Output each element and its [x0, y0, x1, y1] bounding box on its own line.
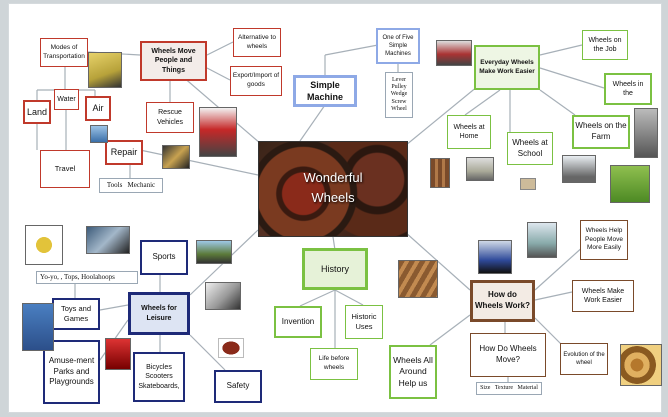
link-job — [539, 44, 583, 56]
simple-machine-hub[interactable]: Simple Machine — [293, 75, 357, 107]
one-of-five-node[interactable]: One of Five Simple Machines — [376, 28, 420, 64]
wood-photo — [398, 260, 438, 298]
link-farm — [539, 89, 576, 116]
cart-photo — [634, 108, 658, 158]
make-work-node[interactable]: Wheels Make Work Easier — [572, 280, 634, 312]
how-work-hub[interactable]: How do Wheels Work? — [470, 280, 535, 322]
bicycles-node[interactable]: Bicycles Scooters Skateboards, — [133, 352, 185, 402]
help-people-node[interactable]: Wheels Help People Move More Easily — [580, 220, 628, 260]
air-node[interactable]: Air — [85, 96, 111, 121]
car-photo — [88, 52, 122, 88]
list-lever: Lever — [392, 77, 406, 84]
safety-node[interactable]: Safety — [214, 370, 262, 403]
home-node[interactable]: Wheels at Home — [447, 115, 491, 149]
link-invention — [299, 289, 336, 307]
modes-node[interactable]: Modes of Transportation — [40, 38, 88, 67]
scooter-photo — [205, 282, 241, 310]
sports-node[interactable]: Sports — [140, 240, 188, 275]
rollerblade-photo — [86, 226, 130, 254]
mower-photo — [610, 165, 650, 203]
move-people-hub[interactable]: Wheels Move People and Things — [140, 41, 207, 81]
link-center-simple — [299, 104, 326, 142]
invention-node[interactable]: Invention — [274, 306, 322, 338]
logs-photo — [430, 158, 450, 188]
link-center-history — [332, 236, 336, 251]
link-onefive — [324, 44, 379, 56]
tractor-photo — [436, 40, 472, 66]
gears-photo — [620, 344, 662, 386]
all-around-node[interactable]: Wheels All Around Help us — [389, 345, 437, 399]
list-wheel: Wheel — [391, 105, 407, 112]
rescue-node[interactable]: Rescue Vehicles — [146, 102, 194, 133]
school-node[interactable]: Wheels at School — [507, 132, 553, 165]
travel-node[interactable]: Travel — [40, 150, 90, 188]
leisure-hub[interactable]: Wheels for Leisure — [128, 292, 190, 335]
link-center-repair — [139, 149, 259, 176]
link-home — [464, 89, 501, 116]
repair-node[interactable]: Repair — [105, 140, 143, 165]
link-allaround — [429, 314, 471, 346]
job-node[interactable]: Wheels on the Job — [582, 30, 628, 60]
everyday-hub[interactable]: Everyday Wheels Make Work Easier — [474, 45, 540, 90]
simple-machine-list: Lever Pulley Wedge Screw Wheel — [385, 72, 413, 118]
how-move-node[interactable]: How Do Wheels Move? — [470, 333, 546, 377]
export-node[interactable]: Export/Import of goods — [230, 66, 282, 96]
central-title-line2: Wheels — [311, 190, 355, 205]
central-title-line1: Wonderful — [303, 170, 363, 185]
historic-node[interactable]: Historic Uses — [345, 305, 383, 339]
land-node[interactable]: Land — [23, 100, 51, 124]
alternative-node[interactable]: Alternative to wheels — [233, 28, 281, 57]
toys-node[interactable]: Toys and Games — [52, 298, 100, 330]
link-export — [206, 67, 231, 81]
list-pulley: Pulley — [391, 84, 407, 91]
link-toys — [99, 304, 129, 311]
central-topic[interactable]: Wonderful Wheels — [258, 141, 408, 237]
link-alternative — [206, 41, 234, 56]
farm-node[interactable]: Wheels on the Farm — [572, 115, 630, 149]
link-safety — [189, 334, 226, 371]
bmx-photo — [196, 240, 232, 264]
windmill-photo — [562, 155, 596, 183]
airplane-photo — [90, 125, 108, 143]
bike-photo — [22, 303, 54, 351]
evolution-node[interactable]: Evolution of the wheel — [560, 343, 608, 375]
repair-list: Tools Mechanic — [99, 178, 163, 193]
ramp-photo — [527, 222, 557, 258]
ride-photo — [105, 338, 131, 370]
list-screw: Screw — [391, 98, 407, 105]
skateboard-photo — [25, 225, 63, 265]
link-evolution — [534, 317, 563, 346]
helmet-photo — [218, 338, 244, 358]
wheelchair-photo — [478, 240, 512, 274]
toys-list: Yo-yo, , Tops, Hoolahoops — [36, 271, 138, 284]
in-the-node[interactable]: Wheels in the — [604, 73, 652, 105]
history-hub[interactable]: History — [302, 248, 368, 290]
central-title: Wonderful Wheels — [259, 168, 407, 208]
firetruck-photo — [199, 107, 237, 157]
list-wedge: Wedge — [390, 91, 408, 98]
toaster-photo — [520, 178, 536, 190]
link-helppeople — [534, 244, 586, 291]
link-makework — [534, 291, 573, 301]
how-move-list: Size Texture Material — [476, 382, 542, 395]
life-before-node[interactable]: Life before wheels — [310, 348, 358, 380]
water-node[interactable]: Water — [54, 89, 79, 110]
link-inthe — [539, 67, 605, 89]
paint-photo — [162, 145, 190, 169]
boxes-photo — [466, 157, 494, 181]
link-historic — [334, 289, 364, 306]
